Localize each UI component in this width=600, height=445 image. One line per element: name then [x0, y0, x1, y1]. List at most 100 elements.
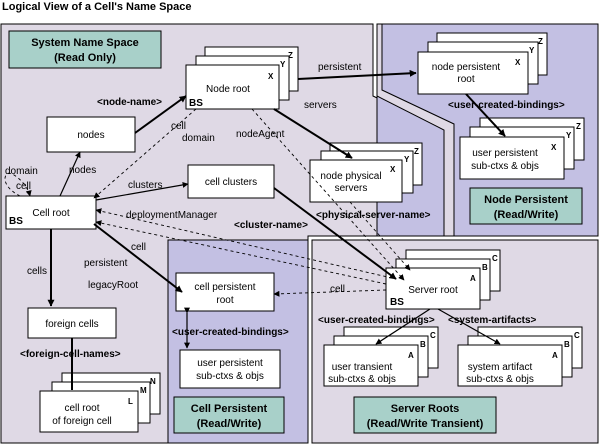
svg-text:B: B — [564, 340, 570, 349]
cell-clusters-box: cell clusters — [187, 164, 275, 199]
label-cell-left: cell — [16, 181, 31, 192]
svg-text:A: A — [552, 351, 558, 360]
svg-text:cell persistent: cell persistent — [194, 282, 255, 293]
svg-text:Y: Y — [280, 60, 286, 69]
label-legacy-root: legacyRoot — [88, 280, 138, 291]
label-servers: servers — [304, 100, 337, 111]
svg-text:(Read Only): (Read Only) — [54, 52, 116, 64]
edge-cellroot-noderoot — [134, 95, 187, 134]
svg-text:root: root — [216, 295, 233, 306]
foreign-cell-root-stack: N M L cell root of foreign cell — [39, 372, 161, 433]
label-cell-lower: cell — [330, 284, 345, 295]
server-root-stack: C B A Server root BS — [385, 249, 501, 310]
edge-serverroot-artifact — [437, 308, 501, 345]
edge-serverroot-transient — [375, 308, 431, 345]
svg-text:A: A — [408, 351, 414, 360]
svg-text:(Read/Write): (Read/Write) — [197, 418, 262, 430]
node-root-stack: Z Y X Node root BS — [185, 46, 299, 110]
label-cells: cells — [27, 266, 47, 277]
edge-noderoot-nodeagent-dashed — [251, 108, 405, 281]
edge-serverroot-cellroot-dashed-1 — [95, 208, 393, 279]
label-cell: cell — [171, 121, 186, 132]
cell-root-box: Cell root BS — [5, 195, 97, 230]
edge-domain-loop — [4, 172, 32, 197]
svg-text:B: B — [482, 263, 488, 272]
svg-text:B: B — [420, 340, 426, 349]
node-persistent-corner — [376, 23, 455, 237]
nodes-box: nodes — [46, 116, 136, 153]
svg-text:X: X — [515, 58, 521, 67]
edge-noderoot-servers — [273, 108, 353, 159]
svg-text:Y: Y — [404, 155, 410, 164]
node-persistent-title: Node Persistent (Read/Write) — [469, 187, 583, 225]
svg-text:servers: servers — [335, 183, 368, 194]
svg-text:C: C — [430, 331, 436, 340]
label-domain: domain — [182, 133, 215, 144]
user-transient-stack: C B A user transient sub-ctxs & objs — [323, 326, 439, 387]
svg-text:C: C — [574, 331, 580, 340]
svg-text:foreign cells: foreign cells — [45, 319, 98, 330]
svg-text:Z: Z — [576, 122, 581, 131]
edge-cellroot-cellpersist — [93, 223, 183, 293]
server-root-bs: BS — [390, 297, 404, 308]
diagram-title: Logical View of a Cell's Name Space — [2, 1, 192, 13]
svg-text:Cell root: Cell root — [32, 208, 69, 219]
label-nodes: nodes — [69, 165, 96, 176]
svg-text:node physical: node physical — [320, 171, 381, 182]
label-node-agent: nodeAgent — [236, 129, 285, 140]
svg-text:M: M — [140, 386, 147, 395]
svg-text:(Read/Write Transient): (Read/Write Transient) — [367, 418, 484, 430]
svg-text:cell root: cell root — [64, 403, 99, 414]
svg-text:user persistent: user persistent — [197, 358, 263, 369]
label-system-artifacts: <system-artifacts> — [448, 315, 537, 326]
user-persistent-node-stack: Z Y X user persistent sub-ctxs & objs — [459, 117, 585, 180]
system-artifact-stack: C B A system artifact sub-ctxs & objs — [457, 326, 583, 387]
node-root-bs: BS — [189, 98, 203, 109]
svg-text:(Read/Write): (Read/Write) — [494, 209, 559, 221]
svg-text:user persistent: user persistent — [472, 148, 538, 159]
edge-cellroot-nodes — [59, 151, 81, 197]
label-ucb-cell: <user-created-bindings> — [172, 327, 289, 338]
label-foreign-cell-names: <foreign-cell-names> — [20, 349, 121, 360]
svg-text:user transient: user transient — [332, 362, 393, 373]
svg-text:X: X — [268, 72, 274, 81]
node-persistent-root-stack: Z Y X node persistent root — [417, 32, 548, 95]
svg-text:Y: Y — [529, 46, 535, 55]
label-cluster-name: <cluster-name> — [234, 220, 308, 231]
edge-serverroot-cellpersist-dashed — [273, 289, 387, 297]
label-ucb-node: <user-created-bindings> — [448, 100, 565, 111]
edge-noderoot-cell-dashed — [93, 108, 197, 199]
cell-persistent-title: Cell Persistent (Read/Write) — [173, 396, 285, 434]
svg-text:system artifact: system artifact — [468, 362, 533, 373]
node-root-label: Node root — [206, 84, 250, 95]
cell-persistent-root-box: cell persistent root — [175, 272, 275, 312]
svg-text:of foreign cell: of foreign cell — [52, 416, 111, 427]
label-node-name: <node-name> — [97, 97, 162, 108]
svg-text:X: X — [551, 143, 557, 152]
edge-nodepersist-ucb — [465, 93, 506, 137]
svg-text:sub-ctxs & objs: sub-ctxs & objs — [196, 371, 264, 382]
svg-text:Z: Z — [538, 37, 543, 46]
svg-text:N: N — [150, 377, 156, 386]
svg-text:nodes: nodes — [77, 130, 104, 141]
svg-text:C: C — [492, 254, 498, 263]
label-clusters: clusters — [128, 180, 162, 191]
server-roots-title: Server Roots (Read/Write Transient) — [353, 396, 497, 434]
label-ucb-server: <user-created-bindings> — [318, 315, 435, 326]
svg-text:Z: Z — [414, 147, 419, 156]
cell-root-bs: BS — [9, 216, 23, 227]
svg-text:Z: Z — [288, 51, 293, 60]
node-physical-servers-stack: Z Y X node physical servers — [309, 142, 423, 203]
svg-text:A: A — [470, 274, 476, 283]
edge-clusters-serverroot — [273, 187, 397, 280]
svg-text:Y: Y — [566, 131, 572, 140]
svg-text:cell clusters: cell clusters — [205, 177, 257, 188]
server-root-label: Server root — [408, 285, 458, 296]
system-name-space-title: System Name Space (Read Only) — [8, 30, 162, 69]
label-physical-server-name: <physical-server-name> — [316, 210, 431, 221]
svg-text:X: X — [390, 165, 396, 174]
svg-text:Server Roots: Server Roots — [391, 403, 459, 415]
label-cell-mid: cell — [131, 242, 146, 253]
edge-cellroot-clusters — [95, 181, 189, 201]
